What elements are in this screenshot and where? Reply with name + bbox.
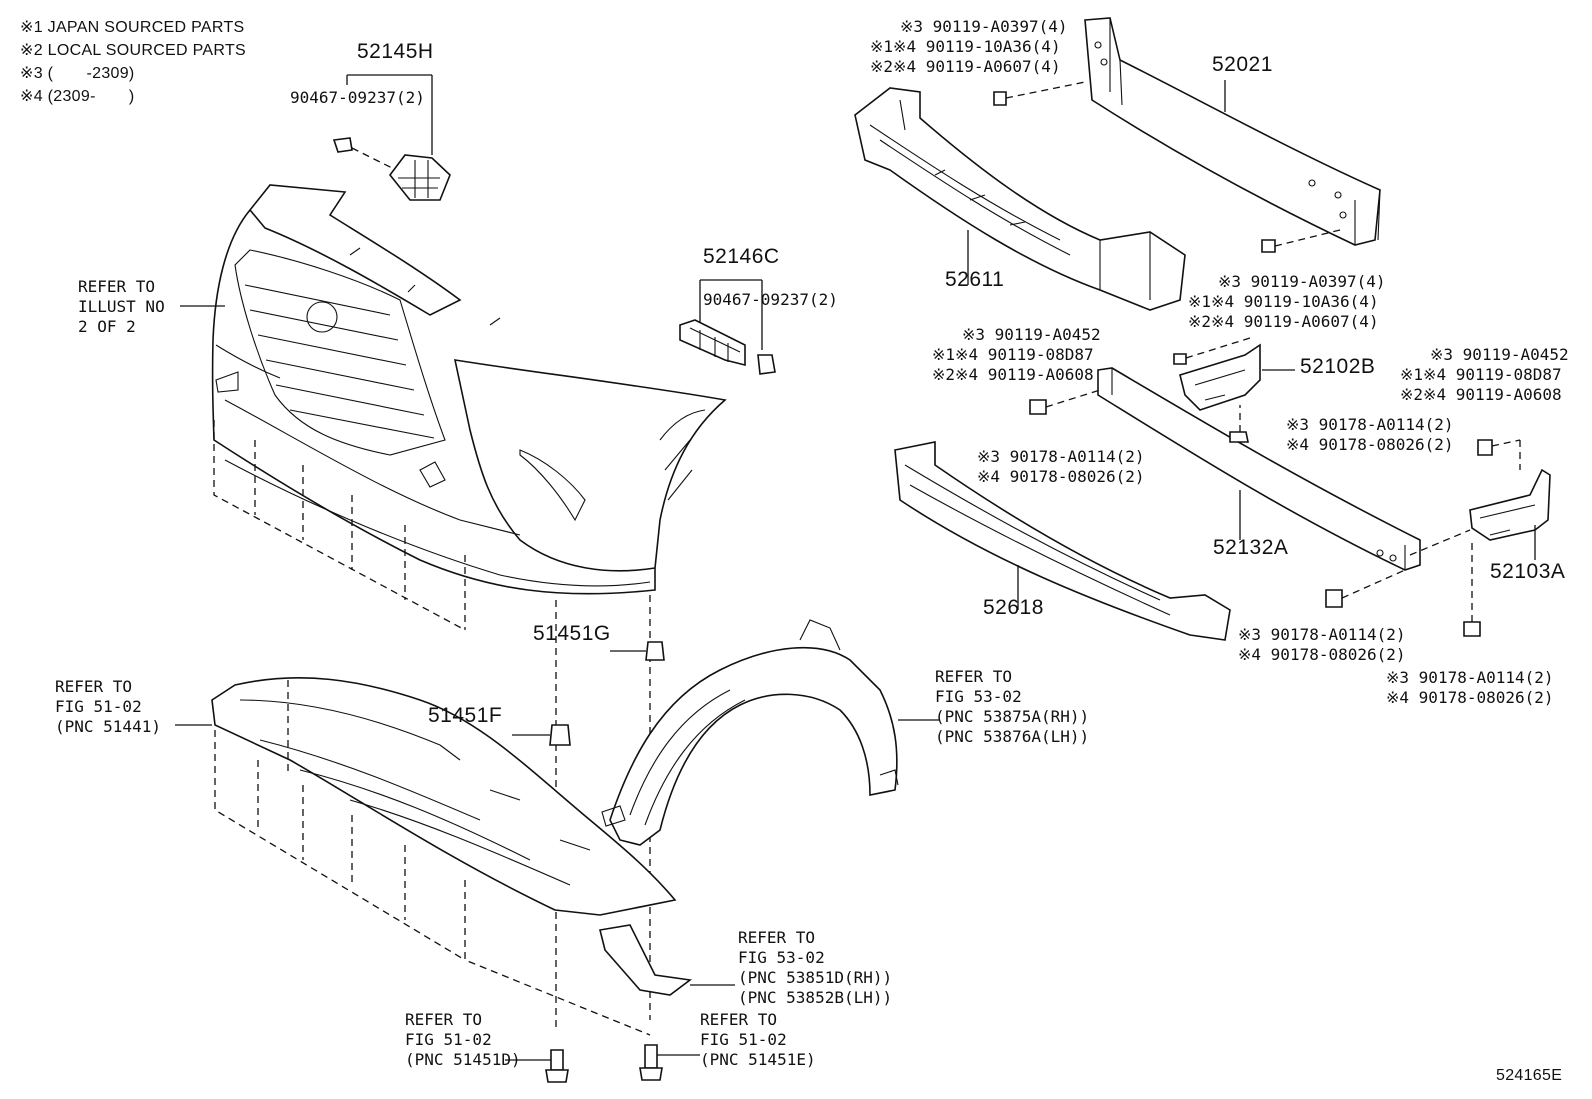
- bracket-52146C-drawing: [679, 279, 776, 375]
- bumper-guide-lines: [213, 420, 651, 1030]
- nut-lower-1[interactable]: ※3 90178-A0114(2): [1238, 625, 1406, 644]
- part-52145H[interactable]: 52145H: [357, 40, 434, 63]
- part-52618[interactable]: 52618: [983, 596, 1044, 619]
- nut-lower-2[interactable]: ※4 90178-08026(2): [1238, 645, 1406, 664]
- ref-fig53-b-4[interactable]: (PNC 53852B(LH)): [738, 988, 893, 1007]
- bracket-52102B-drawing: [1029, 337, 1295, 443]
- note-after-2309: ※4 (2309- ): [20, 88, 135, 105]
- bolt-right-reinf-1[interactable]: ※3 90119-A0397(4): [1218, 272, 1386, 291]
- bolt-top-reinf-3[interactable]: ※2※4 90119-A0607(4): [870, 57, 1061, 76]
- bolt-mid-left-2[interactable]: ※1※4 90119-08D87: [932, 345, 1094, 364]
- under-cover-guide-lines: [214, 680, 651, 1036]
- bolt-right-reinf-2[interactable]: ※1※4 90119-10A36(4): [1188, 292, 1379, 311]
- ref-fig51-a-3[interactable]: (PNC 51441): [55, 717, 161, 736]
- figure-id: 524165E: [1496, 1067, 1563, 1084]
- ref-fig53-a-3[interactable]: (PNC 53875A(RH)): [935, 707, 1090, 726]
- splash-bracket-drawing: [599, 924, 735, 996]
- ref-illust-1[interactable]: REFER TO: [78, 277, 156, 296]
- bolt-far-right-2[interactable]: ※1※4 90119-08D87: [1400, 365, 1562, 384]
- bolt-right-reinf-3[interactable]: ※2※4 90119-A0607(4): [1188, 312, 1379, 331]
- bolt-top-reinf-2[interactable]: ※1※4 90119-10A36(4): [870, 37, 1061, 56]
- part-90467-b[interactable]: 90467-09237(2): [703, 290, 838, 309]
- bracket-52103A-drawing: [1325, 439, 1551, 637]
- ref-illust-2[interactable]: ILLUST NO: [78, 297, 165, 316]
- part-52611[interactable]: 52611: [945, 268, 1005, 291]
- under-cover-drawing: [175, 677, 677, 916]
- part-51451F[interactable]: 51451F: [428, 704, 503, 727]
- ref-fig51-b-2[interactable]: FIG 51-02: [405, 1030, 492, 1049]
- part-52103A[interactable]: 52103A: [1490, 560, 1566, 583]
- nut-left-2[interactable]: ※4 90178-08026(2): [977, 467, 1145, 486]
- part-90467-a[interactable]: 90467-09237(2): [290, 88, 425, 107]
- part-52132A[interactable]: 52132A: [1213, 536, 1289, 559]
- part-52102B[interactable]: 52102B: [1300, 355, 1376, 378]
- bumper-cover-drawing: [211, 184, 727, 595]
- note-japan-sourced: ※1 JAPAN SOURCED PARTS: [20, 19, 245, 36]
- clips-drawing: [505, 641, 700, 1083]
- reinforcement-52132A-drawing: [1097, 367, 1421, 571]
- ref-fig53-b-3[interactable]: (PNC 53851D(RH)): [738, 968, 893, 987]
- part-52021[interactable]: 52021: [1212, 53, 1273, 76]
- bracket-52145H-drawing: [332, 74, 451, 201]
- ref-fig51-a-1[interactable]: REFER TO: [55, 677, 133, 696]
- ref-fig51-c-1[interactable]: REFER TO: [700, 1010, 778, 1029]
- ref-fig53-b-1[interactable]: REFER TO: [738, 928, 816, 947]
- part-51451G[interactable]: 51451G: [533, 622, 611, 645]
- ref-fig53-a-2[interactable]: FIG 53-02: [935, 687, 1022, 706]
- absorber-52611-drawing: [854, 87, 1186, 311]
- ref-illust-3[interactable]: 2 OF 2: [78, 317, 136, 336]
- ref-fig53-a-1[interactable]: REFER TO: [935, 667, 1013, 686]
- nut-right-2[interactable]: ※4 90178-08026(2): [1386, 688, 1554, 707]
- ref-fig51-c-3[interactable]: (PNC 51451E): [700, 1050, 816, 1069]
- bolt-mid-left-3[interactable]: ※2※4 90119-A0608: [932, 365, 1094, 384]
- reinforcement-52021-drawing: [993, 17, 1381, 253]
- ref-fig51-c-2[interactable]: FIG 51-02: [700, 1030, 787, 1049]
- bolt-top-reinf-1[interactable]: ※3 90119-A0397(4): [900, 17, 1068, 36]
- bolt-far-right-1[interactable]: ※3 90119-A0452: [1430, 345, 1569, 364]
- note-before-2309: ※3 ( -2309): [20, 65, 135, 82]
- ref-fig51-b-1[interactable]: REFER TO: [405, 1010, 483, 1029]
- absorber-52618-drawing: [894, 441, 1231, 641]
- note-local-sourced: ※2 LOCAL SOURCED PARTS: [20, 42, 246, 59]
- fender-liner-drawing: [601, 619, 940, 846]
- nut-right-1[interactable]: ※3 90178-A0114(2): [1386, 668, 1554, 687]
- ref-fig53-b-2[interactable]: FIG 53-02: [738, 948, 825, 967]
- bolt-mid-left-1[interactable]: ※3 90119-A0452: [962, 325, 1101, 344]
- ref-fig53-a-4[interactable]: (PNC 53876A(LH)): [935, 727, 1090, 746]
- nut-mid-2[interactable]: ※4 90178-08026(2): [1286, 435, 1454, 454]
- nut-left-1[interactable]: ※3 90178-A0114(2): [977, 447, 1145, 466]
- part-52146C[interactable]: 52146C: [703, 245, 780, 268]
- ref-fig51-a-2[interactable]: FIG 51-02: [55, 697, 142, 716]
- ref-fig51-b-3[interactable]: (PNC 51451D): [405, 1050, 521, 1069]
- nut-mid-1[interactable]: ※3 90178-A0114(2): [1286, 415, 1454, 434]
- bolt-far-right-3[interactable]: ※2※4 90119-A0608: [1400, 385, 1562, 404]
